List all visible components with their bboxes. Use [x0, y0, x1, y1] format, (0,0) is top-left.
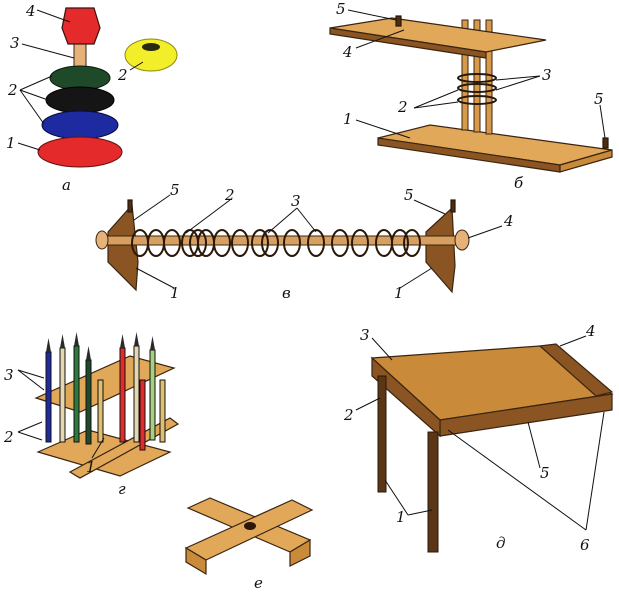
label-a-2: 2 — [7, 81, 18, 99]
label-g-1: 1 — [86, 458, 96, 476]
cross-beam-2-side — [185, 546, 207, 576]
stand-rod-3 — [485, 19, 493, 135]
label-a-3: 3 — [10, 34, 20, 52]
label-b-5a: 5 — [336, 0, 346, 18]
label-d-4: 4 — [585, 322, 596, 340]
label-g-3: 3 — [4, 366, 14, 384]
caption-a: а — [62, 176, 71, 194]
cross-center-hole — [244, 522, 256, 530]
label-b-5b: 5 — [594, 90, 604, 108]
stand-rod-2 — [473, 19, 481, 133]
rod-bracket-right — [425, 206, 456, 294]
label-d-2: 2 — [343, 406, 354, 424]
label-v-1a: 1 — [170, 284, 180, 302]
stand-ring-a — [457, 73, 497, 83]
caption-g: г — [118, 480, 126, 498]
pyramid-top-cap — [61, 7, 101, 45]
label-d-5: 5 — [540, 464, 550, 482]
stand-ring-c — [457, 95, 497, 105]
table-leg-front-left — [427, 431, 439, 553]
label-b-4: 4 — [342, 43, 353, 61]
pyramid-ring-red — [37, 136, 123, 168]
pencils — [45, 332, 166, 451]
label-g-2: 2 — [3, 428, 14, 446]
table-top-left-edge — [371, 356, 441, 438]
label-d-6: 6 — [580, 536, 590, 554]
label-v-4: 4 — [503, 212, 514, 230]
label-a-1: 1 — [6, 134, 16, 152]
rod-bracket-left — [107, 203, 139, 292]
cross-beam-1-side — [289, 538, 311, 567]
rod-rings — [131, 229, 421, 257]
caption-e: е — [254, 574, 263, 592]
stand-peg-right — [602, 137, 609, 149]
rod-end-cap-left — [95, 230, 109, 250]
shelf-stand: 5 4 3 2 1 5 б — [329, 0, 613, 192]
label-v-1b: 1 — [394, 284, 404, 302]
label-v-3: 3 — [291, 192, 301, 210]
bracket-hook-left — [127, 199, 133, 213]
rod-with-rings: 5 2 3 5 4 1 1 в — [95, 181, 514, 302]
label-b-3: 3 — [542, 66, 552, 84]
pyramid-toy: 4 3 2 1 2 а — [6, 2, 178, 194]
caption-b: б — [514, 174, 524, 192]
label-a-4: 4 — [25, 2, 36, 20]
label-a-2b: 2 — [117, 66, 128, 84]
caption-d: д — [496, 534, 506, 552]
toy-table: 3 4 2 5 1 6 д — [343, 322, 614, 554]
pyramid-ring-blue — [41, 110, 119, 140]
loose-ring-hole — [142, 43, 160, 51]
table-leg-back-left — [377, 375, 387, 493]
pyramid-ring-green — [49, 65, 111, 91]
stand-peg-top — [395, 15, 402, 27]
bracket-hook-right — [450, 199, 456, 213]
loose-ring-yellow — [124, 38, 178, 72]
label-v-2: 2 — [224, 186, 235, 204]
table-back-rail — [538, 343, 614, 397]
cross-base: е — [184, 497, 314, 592]
label-d-3: 3 — [360, 326, 370, 344]
label-v-5a: 5 — [170, 181, 180, 199]
caption-v: в — [282, 284, 291, 302]
rod-end-cap-right — [454, 229, 470, 251]
pencil-stand: 3 2 1 г — [3, 332, 180, 498]
label-b-1: 1 — [343, 110, 353, 128]
stand-ring-b — [457, 83, 497, 93]
label-v-5b: 5 — [404, 186, 414, 204]
pyramid-ring-black — [45, 86, 115, 114]
label-b-2: 2 — [397, 98, 408, 116]
horizontal-rod — [99, 235, 461, 246]
label-d-1: 1 — [396, 508, 406, 526]
